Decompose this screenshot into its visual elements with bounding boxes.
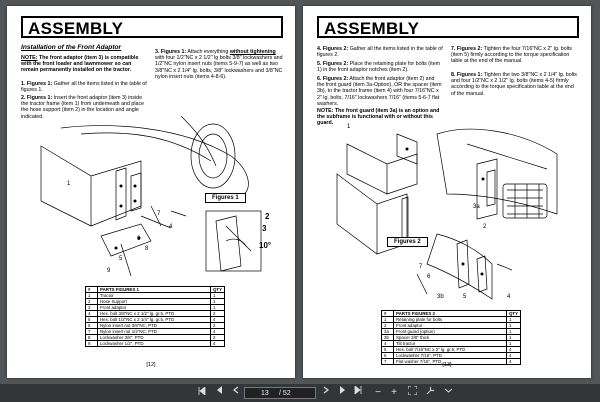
step-8-text: Tighten the two 3/8"NC x 2 1/4" lg. bolt… bbox=[451, 72, 577, 97]
first-page-button[interactable] bbox=[196, 386, 208, 400]
step-4-label: 4. Figures 2: bbox=[317, 46, 349, 52]
page-title-box: ASSEMBLY bbox=[317, 16, 579, 38]
fullscreen-icon bbox=[407, 385, 417, 396]
more-options-button[interactable] bbox=[442, 386, 454, 400]
page-number-field[interactable]: 13 / 52 bbox=[244, 387, 316, 399]
fullscreen-button[interactable] bbox=[406, 385, 418, 400]
triangle-right-icon bbox=[340, 386, 345, 394]
cell: 4 bbox=[505, 358, 522, 365]
step-2-text: Insert the front adaptor (item 3) inside… bbox=[21, 95, 145, 120]
step-4-text: Gather all the items listed in the table… bbox=[317, 46, 443, 59]
page-title-box: ASSEMBLY bbox=[21, 16, 283, 38]
callout-1: 1 bbox=[67, 181, 71, 187]
step-6-text: Attach the front adaptor (item 2) and th… bbox=[317, 76, 442, 107]
step-5-text: Place the retaining plate for bolts (ite… bbox=[317, 61, 441, 74]
callout-4: 4 bbox=[507, 294, 511, 300]
step-3: 3. Figures 1: Attach everything without … bbox=[155, 49, 283, 80]
tools-button[interactable] bbox=[424, 386, 436, 400]
zoom-in-button[interactable]: + bbox=[391, 387, 397, 398]
callout-2: 2 bbox=[265, 212, 270, 221]
figure-label: Figures 2 bbox=[387, 237, 428, 247]
step-4: 4. Figures 2: Gather all the items liste… bbox=[317, 46, 443, 58]
step-5: 5. Figures 2: Place the retaining plate … bbox=[317, 61, 443, 73]
pdf-viewer: ASSEMBLY Installation of the Front Adapt… bbox=[0, 0, 600, 384]
chevron-left-icon bbox=[233, 386, 239, 394]
figure-label: Figures 1 bbox=[205, 193, 246, 203]
step-back-button[interactable] bbox=[230, 386, 242, 400]
step-3-text-underlined: without tightening bbox=[229, 49, 276, 55]
last-page-button[interactable] bbox=[352, 385, 364, 400]
step-1-text: Gather all the items listed in the table… bbox=[21, 81, 147, 94]
step-8-label: 8. Figures 1: bbox=[451, 72, 483, 78]
assembly-diagram-figures-2 bbox=[336, 128, 558, 300]
skip-first-icon bbox=[198, 386, 206, 396]
callout-3: 3 bbox=[262, 224, 267, 233]
callout-3b: 3b bbox=[437, 294, 444, 300]
cell: 7 bbox=[381, 358, 394, 365]
step-2-label: 2. Figures 1: bbox=[21, 95, 53, 101]
step-7: 7. Figures 2: Tighten the four 7/16"NC x… bbox=[451, 46, 579, 65]
step-3-text-b: with four 1/2"NC x 2 1/2" lg bolts 3/8" … bbox=[155, 55, 283, 80]
total-pages-label: / 52 bbox=[279, 390, 291, 397]
callout-9: 9 bbox=[107, 268, 111, 274]
callout-4: 4 bbox=[169, 224, 173, 230]
section-heading: Installation of the Front Adaptor bbox=[21, 44, 122, 51]
viewer-toolbar: 13 / 52 − + bbox=[0, 384, 600, 402]
tools-icon bbox=[426, 386, 434, 395]
callout-6: 6 bbox=[427, 274, 431, 280]
page-title: ASSEMBLY bbox=[324, 19, 420, 38]
skip-last-icon bbox=[354, 385, 362, 395]
page-13: ASSEMBLY 4. Figures 2: Gather all the it… bbox=[303, 6, 591, 378]
step-5-label: 5. Figures 2: bbox=[317, 61, 349, 67]
page-number: [13] bbox=[442, 362, 452, 368]
note-paragraph: NOTE: The front guard (item 3a) is an op… bbox=[317, 108, 440, 127]
note-text: The front adaptor (item 3) is compatible… bbox=[21, 55, 139, 74]
step-7-text: Tighten the four 7/16"NC x 2" lg. bolts … bbox=[451, 46, 572, 65]
callout-7: 7 bbox=[157, 211, 161, 217]
triangle-left-icon bbox=[217, 386, 222, 394]
step-2: 2. Figures 1: Insert the front adaptor (… bbox=[21, 95, 147, 120]
step-6: 6. Figures 2: Attach the front adaptor (… bbox=[317, 76, 443, 107]
cell: 4 bbox=[209, 340, 226, 347]
callout-3a: 3a bbox=[473, 204, 480, 210]
step-6-label: 6. Figures 2: bbox=[317, 76, 349, 82]
callout-5: 5 bbox=[463, 294, 467, 300]
chevron-down-icon bbox=[444, 388, 452, 393]
callout-7: 7 bbox=[419, 264, 423, 270]
step-3-label: 3. Figures 1: bbox=[155, 49, 187, 55]
step-1: 1. Figures 1: Gather all the items liste… bbox=[21, 81, 147, 93]
previous-page-button[interactable] bbox=[214, 386, 226, 400]
callout-8: 8 bbox=[145, 246, 149, 252]
page-12: ASSEMBLY Installation of the Front Adapt… bbox=[7, 6, 295, 378]
step-3-text-a: Attach everything bbox=[187, 49, 229, 55]
callout-angle: 10° bbox=[259, 241, 272, 250]
note-paragraph: NOTE: The front adaptor (item 3) is comp… bbox=[21, 55, 147, 74]
callout-5: 5 bbox=[119, 256, 123, 262]
step-7-label: 7. Figures 2: bbox=[451, 46, 483, 52]
chevron-right-icon bbox=[323, 386, 329, 394]
next-page-button[interactable] bbox=[336, 386, 348, 400]
current-page-input[interactable]: 13 bbox=[261, 390, 269, 397]
zoom-out-button[interactable]: − bbox=[375, 387, 381, 398]
step-1-label: 1. Figures 1: bbox=[21, 81, 53, 87]
step-8: 8. Figures 1: Tighten the two 3/8"NC x 2… bbox=[451, 72, 579, 97]
page-number: [12] bbox=[146, 362, 156, 368]
cell: 9 bbox=[85, 340, 98, 347]
cell: Lockwasher 1/2", PTD bbox=[97, 340, 211, 347]
assembly-diagram-figures-1 bbox=[40, 116, 262, 276]
callout-1: 1 bbox=[347, 124, 351, 130]
callout-6: 6 bbox=[137, 236, 141, 242]
callout-2: 2 bbox=[483, 224, 487, 230]
page-title: ASSEMBLY bbox=[28, 19, 124, 38]
step-forward-button[interactable] bbox=[320, 386, 332, 400]
note-label: NOTE: bbox=[21, 55, 38, 61]
